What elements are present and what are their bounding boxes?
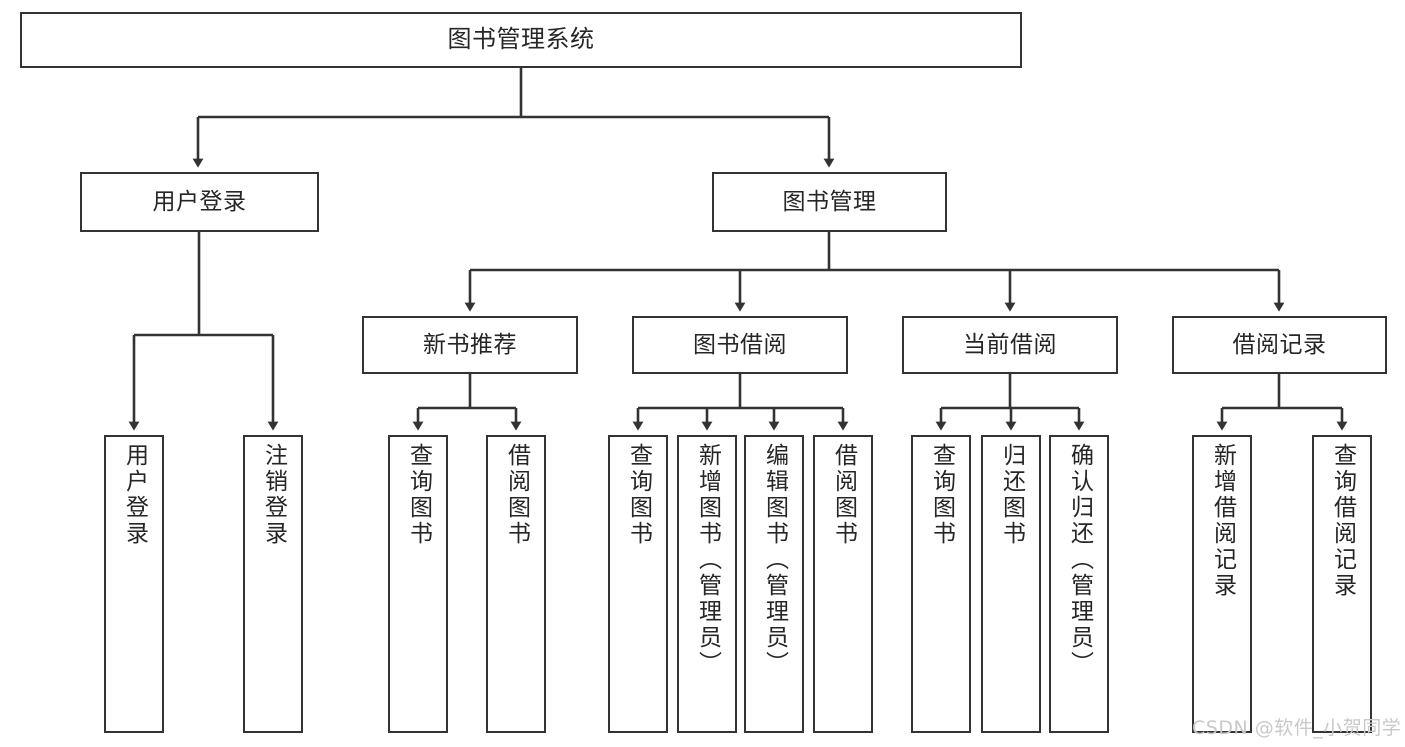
node-book-borrow-label: 图书借阅 — [693, 331, 787, 358]
node-leaf-confirm-return-admin-label: 确认归还（管理员） — [1066, 443, 1093, 677]
node-leaf-user-login[interactable]: 用户登录 — [104, 435, 164, 733]
node-leaf-query-book-recommend-label: 查询图书 — [405, 443, 432, 547]
node-leaf-add-borrow-record[interactable]: 新增借阅记录 — [1192, 435, 1252, 733]
node-leaf-add-book-admin-label: 新增图书（管理员） — [694, 443, 721, 677]
node-leaf-query-book-borrow[interactable]: 查询图书 — [608, 435, 668, 733]
node-leaf-query-book-recommend[interactable]: 查询图书 — [388, 435, 448, 733]
node-leaf-query-book-current[interactable]: 查询图书 — [911, 435, 971, 733]
node-leaf-return-book[interactable]: 归还图书 — [981, 435, 1041, 733]
csdn-watermark: CSDN @软件_小贺同学 — [1192, 717, 1402, 739]
node-user-login-label: 用户登录 — [152, 188, 247, 215]
node-book-management-label: 图书管理 — [782, 188, 877, 215]
node-leaf-edit-book-admin-label: 编辑图书（管理员） — [761, 443, 788, 677]
node-leaf-confirm-return-admin[interactable]: 确认归还（管理员） — [1049, 435, 1109, 733]
node-book-borrow[interactable]: 图书借阅 — [632, 316, 848, 374]
node-leaf-borrow-book-recommend[interactable]: 借阅图书 — [486, 435, 546, 733]
node-root-label: 图书管理系统 — [447, 25, 595, 54]
node-leaf-logout[interactable]: 注销登录 — [243, 435, 303, 733]
node-leaf-query-book-current-label: 查询图书 — [928, 443, 955, 547]
node-leaf-query-book-borrow-label: 查询图书 — [625, 443, 652, 547]
node-leaf-add-borrow-record-label: 新增借阅记录 — [1209, 443, 1236, 599]
node-current-borrow-label: 当前借阅 — [963, 331, 1057, 358]
node-root-book-management-system[interactable]: 图书管理系统 — [20, 12, 1022, 68]
node-leaf-borrow-book-borrow-label: 借阅图书 — [830, 443, 857, 547]
node-leaf-edit-book-admin[interactable]: 编辑图书（管理员） — [744, 435, 804, 733]
node-leaf-borrow-book-recommend-label: 借阅图书 — [503, 443, 530, 547]
node-leaf-user-login-label: 用户登录 — [121, 443, 148, 547]
node-leaf-query-borrow-record[interactable]: 查询借阅记录 — [1312, 435, 1372, 733]
node-borrow-record[interactable]: 借阅记录 — [1172, 316, 1387, 374]
node-borrow-record-label: 借阅记录 — [1232, 331, 1327, 358]
node-book-management[interactable]: 图书管理 — [712, 172, 947, 232]
node-leaf-return-book-label: 归还图书 — [998, 443, 1025, 547]
node-leaf-add-book-admin[interactable]: 新增图书（管理员） — [677, 435, 737, 733]
node-leaf-borrow-book-borrow[interactable]: 借阅图书 — [813, 435, 873, 733]
node-new-book-recommend-label: 新书推荐 — [423, 331, 517, 358]
node-current-borrow[interactable]: 当前借阅 — [902, 316, 1118, 374]
node-user-login[interactable]: 用户登录 — [80, 172, 319, 232]
node-leaf-logout-label: 注销登录 — [260, 443, 287, 547]
node-leaf-query-borrow-record-label: 查询借阅记录 — [1329, 443, 1356, 599]
node-new-book-recommend[interactable]: 新书推荐 — [362, 316, 578, 374]
